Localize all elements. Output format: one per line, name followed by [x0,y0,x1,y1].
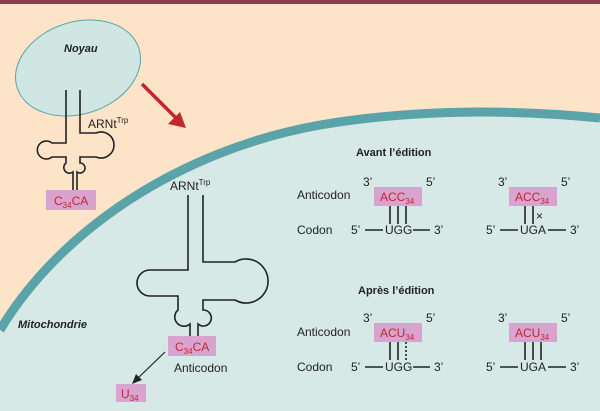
svg-text:C34CA: C34CA [175,340,209,356]
svg-text:3’: 3’ [434,360,443,374]
svg-text:UGA: UGA [520,223,546,237]
svg-text:3’: 3’ [363,311,372,325]
trna-mitochondrion: ARNtTrp C34CA Anticodon U34 [116,178,269,403]
svg-text:UGG: UGG [385,223,412,237]
svg-text:3’: 3’ [570,223,579,237]
svg-text:5’: 5’ [486,360,495,374]
after-right-pair: 3’ 5’ ACU34 5’ UGA 3’ [486,311,579,374]
before-title: Avant l’édition [356,147,432,159]
svg-text:3’: 3’ [498,175,507,189]
anticodon-under-label: Anticodon [174,361,227,375]
box-u34 [116,384,146,402]
svg-text:U34: U34 [121,387,139,403]
before-left-pair: 3’ 5’ ACC34 5’ UGG 3’ [351,175,443,237]
svg-text:ACU34: ACU34 [515,326,550,342]
after-codon-row: Codon [297,360,332,374]
svg-text:5’: 5’ [351,360,360,374]
trna-nucleus: C34CA ARNtTrp [36,90,129,210]
svg-text:3’: 3’ [363,175,372,189]
edit-arrow-head [132,374,142,384]
svg-text:5’: 5’ [561,175,570,189]
after-title: Après l’édition [358,285,435,297]
before-anticodon-row: Anticodon [297,188,350,202]
nucleus-label: Noyau [64,43,98,55]
svg-text:3’: 3’ [434,223,443,237]
svg-text:ACC34: ACC34 [380,190,415,206]
before-codon-row: Codon [297,223,332,237]
svg-text:5’: 5’ [486,223,495,237]
svg-text:5’: 5’ [561,311,570,325]
edit-arrow-shaft [137,351,166,379]
top-bar [0,0,600,4]
svg-text:5’: 5’ [426,175,435,189]
box-c34ca-top [46,190,96,210]
mitochondrion-label: Mitochondrie [18,319,87,331]
trna-label-top: ARNtTrp [88,116,129,131]
transport-arrow-head [168,112,186,128]
before-right-pair: 3’ 5’ ACC34 × 5’ UGA 3’ [486,175,579,237]
svg-text:ACC34: ACC34 [515,190,550,206]
nucleus [14,19,142,117]
mismatch-mark: × [536,209,543,223]
after-anticodon-row: Anticodon [297,325,350,339]
svg-text:3’: 3’ [570,360,579,374]
svg-text:5’: 5’ [351,223,360,237]
svg-text:C34CA: C34CA [54,194,88,210]
transport-arrow-shaft [140,82,178,120]
svg-text:5’: 5’ [426,311,435,325]
svg-text:ACU34: ACU34 [380,326,415,342]
svg-text:3’: 3’ [498,311,507,325]
svg-text:UGG: UGG [385,360,412,374]
svg-text:UGA: UGA [520,360,546,374]
trna-label-mid: ARNtTrp [170,178,211,193]
mitochondrion [0,112,600,411]
after-left-pair: 3’ 5’ ACU34 5’ UGG 3’ [351,311,443,374]
mitochondrion-membrane [0,107,600,333]
box-c34ca-mid [168,336,216,356]
